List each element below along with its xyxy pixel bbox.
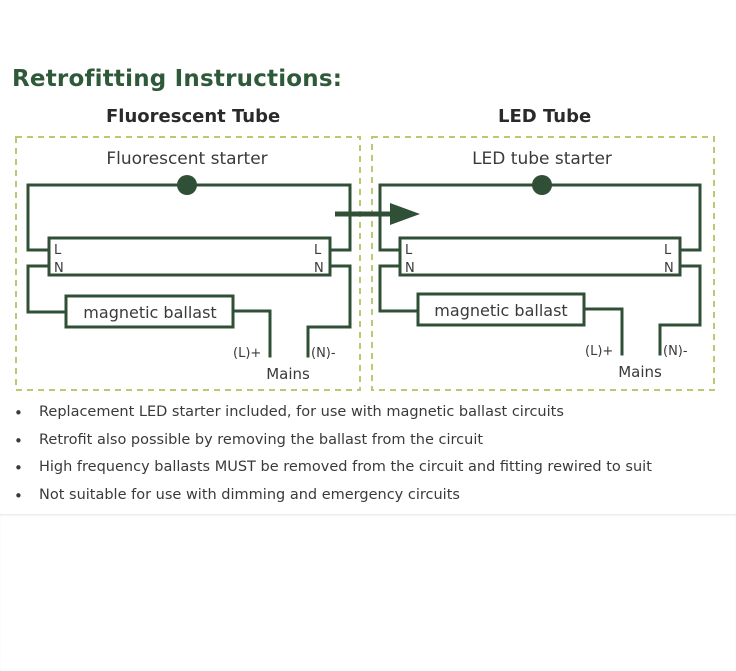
bullet-dot-icon: • [14, 431, 23, 450]
bullet-item: • High frequency ballasts MUST be removed… [14, 459, 652, 487]
led-neutral-label: (N)- [663, 344, 688, 359]
fluorescent-starter-label: Fluorescent starter [106, 149, 267, 169]
neutral-wire [306, 264, 352, 358]
led-live-label: (L)+ [585, 344, 613, 359]
led-ballast-label: magnetic ballast [434, 301, 567, 320]
bullet-dot-icon: • [14, 404, 23, 422]
neutral-label: (N)- [311, 346, 336, 361]
led-live-wire [582, 307, 624, 356]
mains-label: Mains [266, 365, 310, 383]
bullet-text: High frequency ballasts MUST be removed … [39, 459, 652, 475]
retrofit-arrow-icon [335, 203, 420, 225]
fluorescent-starter-node [177, 175, 197, 195]
tube-left-l-label: L [54, 243, 62, 258]
led-tube-left-l-label: L [405, 243, 413, 258]
bullet-item: • Not suitable for use with dimming and e… [14, 487, 652, 515]
bullet-text: Replacement LED starter included, for us… [39, 404, 564, 420]
led-starter-label: LED tube starter [472, 149, 612, 169]
live-label: (L)+ [233, 346, 261, 361]
fluorescent-panel-frame [15, 136, 361, 391]
live-wire [231, 309, 272, 358]
led-ballast-input-wire [378, 264, 420, 313]
tube-right-n-label: N [314, 261, 324, 276]
diagram-area [0, 0, 736, 514]
led-neutral-wire [658, 264, 702, 356]
ballast-input-wire [26, 264, 68, 314]
page-title: Retrofitting Instructions: [12, 66, 343, 92]
led-tube-left-n-label: N [405, 261, 415, 276]
led-starter-node [532, 175, 552, 195]
led-tube-body [398, 236, 682, 277]
fluorescent-tube-heading: Fluorescent Tube [106, 106, 281, 127]
bullet-item: • Replacement LED starter included, for u… [14, 404, 652, 432]
bullet-dot-icon: • [14, 486, 23, 505]
fluorescent-tube-body [47, 236, 332, 277]
fluorescent-circuit [26, 183, 352, 358]
led-panel-frame [371, 136, 715, 391]
tube-left-n-label: N [54, 261, 64, 276]
bullet-text: Retrofit also possible by removing the b… [39, 431, 484, 448]
led-mains-label: Mains [618, 363, 662, 381]
tube-right-l-label: L [314, 243, 322, 258]
ballast-label: magnetic ballast [83, 303, 216, 322]
bullet-item: • Retrofit also possible by removing the … [14, 432, 652, 460]
led-circuit [378, 183, 702, 356]
blank-lower-area [0, 514, 736, 671]
bullet-text: Not suitable for use with dimming and em… [39, 486, 460, 503]
bullet-dot-icon: • [14, 459, 23, 477]
led-tube-right-n-label: N [664, 261, 674, 276]
led-tube-heading: LED Tube [498, 106, 592, 127]
feature-bullet-list: • Replacement LED starter included, for u… [14, 404, 652, 514]
led-tube-right-l-label: L [664, 243, 672, 258]
